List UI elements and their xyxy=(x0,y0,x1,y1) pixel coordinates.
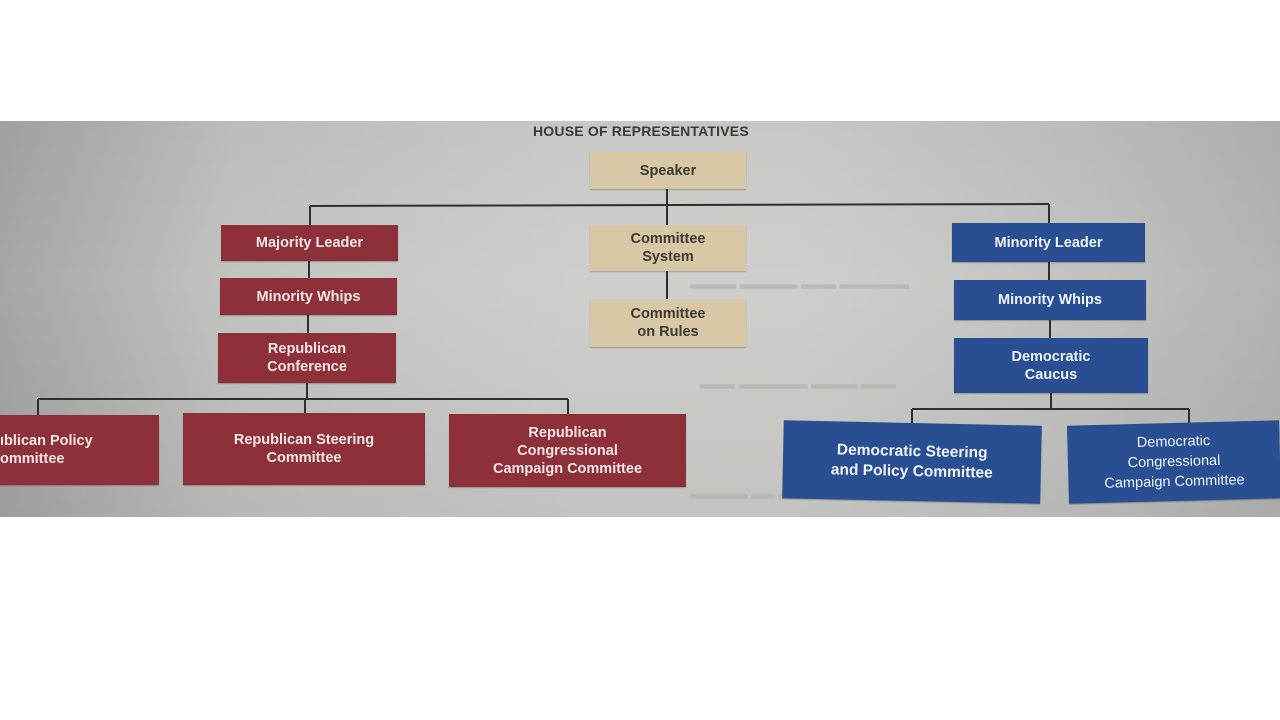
democratic-caucus-box: Democratic Caucus xyxy=(954,338,1148,393)
bleed-through-text: ▂▂▂ ▂▂▂▂▂▂ ▂▂▂▂ ▂▂▂ xyxy=(700,373,896,389)
democratic-steering-policy-committee-box: Democratic Steering and Policy Committee xyxy=(782,420,1042,504)
republican-conference-box: Republican Conference xyxy=(218,333,396,383)
committee-system-box: Committee System xyxy=(590,225,746,271)
minority-leader-box: Minority Leader xyxy=(952,223,1145,262)
majority-leader-box: Majority Leader xyxy=(221,225,398,261)
republican-steering-committee-box: Republican Steering Committee xyxy=(183,413,425,485)
textbook-photo: ▂▂▂▂ ▂▂▂▂▂ ▂▂▂ ▂▂▂▂▂▂ ▂▂▂ ▂▂▂▂▂▂ ▂▂▂▂ ▂▂… xyxy=(0,121,1280,517)
committee-on-rules-box: Committee on Rules xyxy=(590,299,746,347)
democratic-campaign-committee-box: Democratic Congressional Campaign Commit… xyxy=(1067,420,1280,504)
republican-minority-whips-box: Minority Whips xyxy=(220,278,397,315)
bleed-through-text: ▂▂▂▂ ▂▂▂▂▂ ▂▂▂ ▂▂▂▂▂▂ xyxy=(690,273,909,289)
diagram-title: HOUSE OF REPRESENTATIVES xyxy=(533,123,749,139)
democratic-minority-whips-box: Minority Whips xyxy=(954,280,1146,320)
speaker-box: Speaker xyxy=(590,152,746,189)
connector-lines xyxy=(37,188,1190,426)
top-branch-line xyxy=(309,203,1050,207)
republican-policy-committee-box: ıblican Policy ommittee xyxy=(0,415,159,485)
republican-campaign-committee-box: Republican Congressional Campaign Commit… xyxy=(449,414,686,487)
